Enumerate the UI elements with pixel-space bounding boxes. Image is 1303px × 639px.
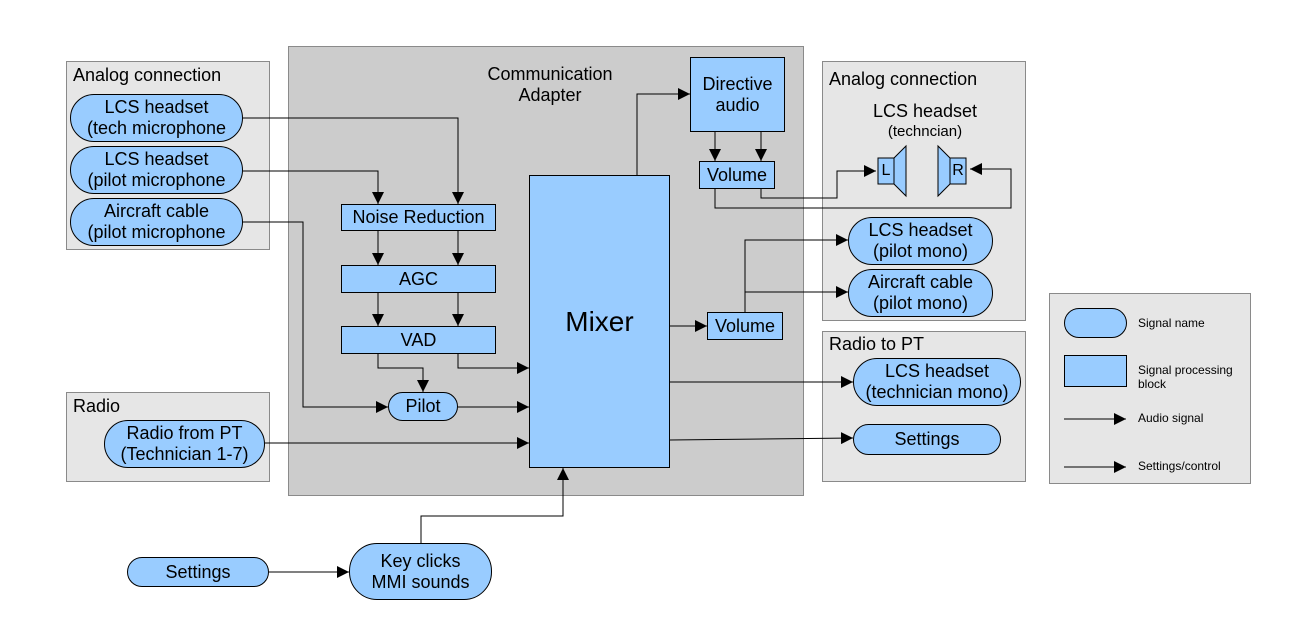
vad-block: VAD <box>341 326 496 354</box>
signal-line: LCS headset <box>884 361 990 381</box>
headset-title: LCS headset <box>872 101 978 121</box>
right-speaker-cone <box>937 144 951 198</box>
right-speaker-icon: R <box>952 162 964 179</box>
legend-audio-signal: Audio signal <box>1138 411 1204 425</box>
pilot-signal: Pilot <box>388 392 458 421</box>
signal-line: (pilot microphone <box>87 222 226 242</box>
lcs-tech-mic-signal: LCS headset (tech microphone <box>70 94 243 142</box>
legend-panel <box>1049 293 1251 484</box>
radio-to-pt-title: Radio to PT <box>829 334 925 354</box>
directive-audio-block: Directive audio <box>690 57 785 132</box>
signal-line: (pilot mono) <box>872 241 969 261</box>
signal-line: Aircraft cable <box>103 201 210 221</box>
wire-aircraft-mic-to-pilot <box>243 221 388 413</box>
wire-vad-to-pilot <box>377 354 429 392</box>
signal-line: Radio from PT <box>126 423 243 443</box>
signal-line: LCS headset <box>104 97 209 117</box>
legend-settings-control: Settings/control <box>1138 459 1221 473</box>
adapter-title: Communication Adapter <box>470 64 630 106</box>
wire-volume-to-right-speaker <box>714 163 1012 209</box>
headset-technician-title: LCS headset (techncian) <box>840 101 1010 141</box>
legend-signal-name: Signal name <box>1138 316 1205 330</box>
settings-output-signal: Settings <box>853 424 1001 455</box>
wire-mixer-to-settings <box>669 432 854 445</box>
legend-signal-shape <box>1064 308 1127 338</box>
lcs-pilot-mic-signal: LCS headset (pilot microphone <box>70 146 243 194</box>
key-clicks-signal: Key clicks MMI sounds <box>349 543 492 600</box>
signal-line: (technician mono) <box>865 382 1009 402</box>
block-line: Directive <box>702 73 773 94</box>
mixer-label: Mixer <box>565 306 634 337</box>
signal-line: (pilot mono) <box>872 293 969 313</box>
wire-keyclicks-to-mixer <box>420 468 569 543</box>
analog-output-title: Analog connection <box>829 69 978 89</box>
aircraft-pilot-mic-signal: Aircraft cable (pilot microphone <box>70 198 243 246</box>
aircraft-pilot-mono-signal: Aircraft cable (pilot mono) <box>848 269 993 317</box>
signal-line: Key clicks <box>380 550 461 571</box>
adapter-title-line2: Adapter <box>518 85 582 105</box>
signal-line: MMI sounds <box>371 571 470 592</box>
left-speaker-icon: L <box>881 162 891 179</box>
block-line: audio <box>715 94 760 115</box>
left-speaker-cone <box>893 144 907 198</box>
signal-line: (tech microphone <box>86 118 227 138</box>
radio-from-pt-signal: Radio from PT (Technician 1-7) <box>104 420 265 468</box>
adapter-title-line1: Communication <box>487 64 613 84</box>
wire-vad-to-mixer <box>457 354 529 374</box>
lcs-pilot-mono-signal: LCS headset (pilot mono) <box>848 217 993 265</box>
legend-line: block <box>1138 377 1167 391</box>
mixer-block: Mixer <box>529 175 670 468</box>
analog-input-title: Analog connection <box>73 65 222 85</box>
radio-to-pt-group <box>822 331 1026 482</box>
headset-subtitle: (techncian) <box>887 123 963 140</box>
agc-block: AGC <box>341 265 496 293</box>
signal-line: LCS headset <box>868 220 973 240</box>
signal-line: Aircraft cable <box>867 272 974 292</box>
wire-volume-to-left-speaker <box>760 165 876 199</box>
signal-line: (pilot microphone <box>87 170 226 190</box>
lcs-technician-mono-signal: LCS headset (technician mono) <box>853 358 1021 406</box>
wire-tech-mic-to-noise-reduction <box>243 117 464 204</box>
wire-pilot-mic-to-noise-reduction <box>243 170 384 204</box>
wire-volume-to-lcs-pilot-mono <box>744 234 848 312</box>
volume-top-block: Volume <box>699 161 775 189</box>
volume-mid-block: Volume <box>707 312 783 340</box>
legend-block-shape <box>1064 355 1127 387</box>
signal-line: LCS headset <box>104 149 209 169</box>
wire-mixer-to-directive <box>636 88 690 175</box>
legend-line: Signal processing <box>1138 363 1233 377</box>
settings-input-signal: Settings <box>127 557 269 587</box>
signal-line: (Technician 1-7) <box>120 444 249 464</box>
radio-input-title: Radio <box>73 396 121 416</box>
noise-reduction-block: Noise Reduction <box>341 204 496 231</box>
legend-processing-block: Signal processing block <box>1138 363 1233 391</box>
